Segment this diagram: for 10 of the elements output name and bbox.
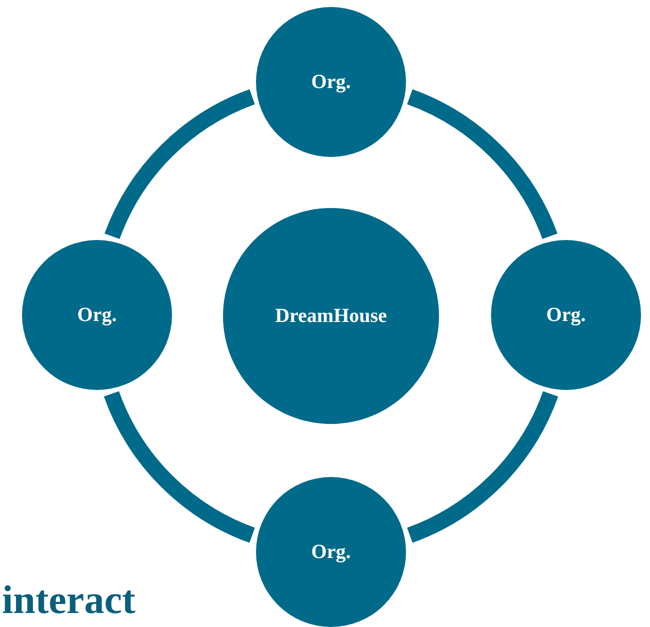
node-label: Org. bbox=[311, 540, 351, 564]
node-label: Org. bbox=[546, 304, 586, 326]
ring-arc bbox=[104, 390, 256, 543]
node-label: Org. bbox=[311, 70, 351, 94]
ring-arc bbox=[104, 89, 256, 240]
node-label: Org. bbox=[77, 304, 117, 326]
ring-arc bbox=[406, 390, 558, 543]
node-label: DreamHouse bbox=[275, 304, 387, 328]
ring-arc bbox=[406, 89, 558, 240]
caption-text: interact bbox=[2, 580, 136, 620]
